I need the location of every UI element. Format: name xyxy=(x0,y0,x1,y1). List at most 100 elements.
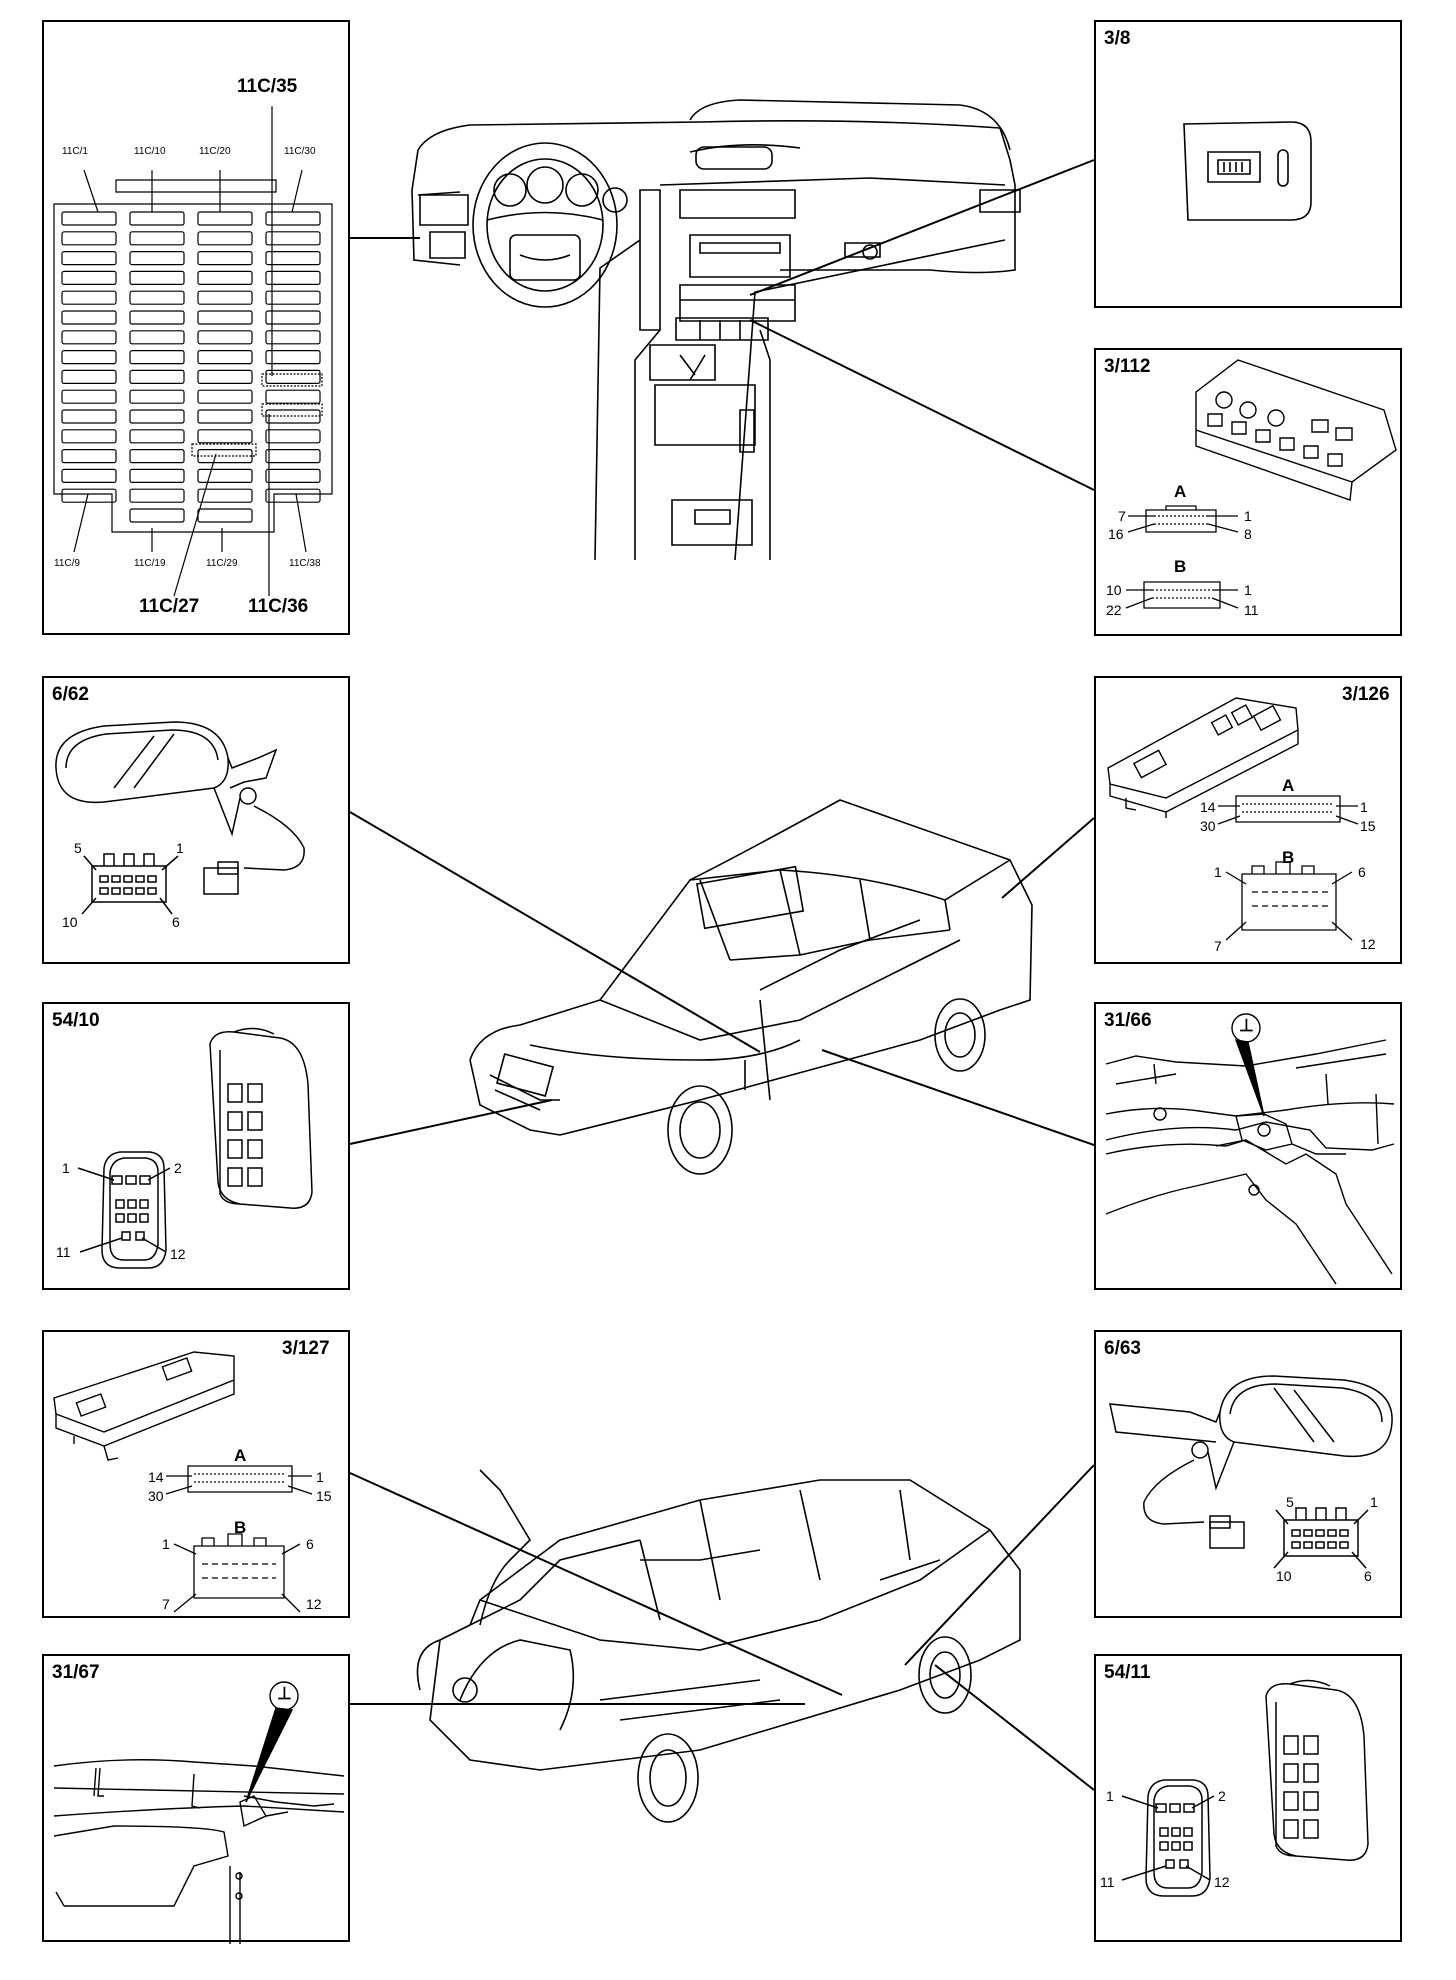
fusebox-top-label: 11C/30 xyxy=(284,146,316,157)
fuse-slot xyxy=(198,232,252,245)
pin-label: 1 xyxy=(1360,799,1368,815)
fuse-slot xyxy=(198,390,252,403)
fuse-slot xyxy=(130,469,184,482)
pin-label: 7 xyxy=(1118,508,1126,524)
fusebox-bottom-label: 11C/19 xyxy=(134,558,166,569)
pin-label: 10 xyxy=(1106,582,1122,598)
leader-54-10 xyxy=(350,1100,552,1144)
component-code: 3/112 xyxy=(1104,356,1151,377)
connector-b-label: B xyxy=(1174,557,1187,576)
pin-label: 5 xyxy=(74,840,82,856)
connector-b-label: B xyxy=(234,1518,247,1537)
fuse-slot xyxy=(198,370,252,383)
pin-label: 10 xyxy=(1276,1568,1292,1584)
fuse-slot xyxy=(62,232,116,245)
pin-label: 30 xyxy=(148,1488,164,1504)
mirror-drawing xyxy=(1096,1332,1404,1620)
window-switch-drawing xyxy=(44,1332,352,1620)
fuse-slot xyxy=(130,410,184,423)
panel-6-63: 6/63 5 1 10 6 xyxy=(1094,1330,1402,1618)
fuse-slot xyxy=(62,212,116,225)
panel-6-62: 6/62 5 1 10 6 xyxy=(42,676,350,964)
window-switch-drawing xyxy=(1096,678,1404,966)
fuse-slot xyxy=(266,212,320,225)
fuse-slot xyxy=(130,509,184,522)
pin-label: 2 xyxy=(1218,1788,1226,1804)
pin-label: 12 xyxy=(170,1246,186,1262)
fuse-slot xyxy=(130,291,184,304)
panel-3-126: 3/126 A 14 1 30 15 B 1 6 7 1 xyxy=(1094,676,1402,964)
mirror-drawing xyxy=(44,678,352,966)
component-code: 6/62 xyxy=(52,684,89,705)
fuse-slot xyxy=(198,351,252,364)
pin-label: 1 xyxy=(1244,582,1252,598)
fusebox-bottom-label: 11C/9 xyxy=(54,558,80,569)
fuse-slot xyxy=(130,232,184,245)
fuse-slot xyxy=(266,291,320,304)
pin-label: 14 xyxy=(1200,799,1216,815)
fuse-slot xyxy=(130,331,184,344)
pin-label: 30 xyxy=(1200,818,1216,834)
fusebox-top-label: 11C/10 xyxy=(134,146,166,157)
callout-top-label: 11C/35 xyxy=(237,76,298,97)
pin-label: 6 xyxy=(306,1536,314,1552)
connector-a-label: A xyxy=(1282,776,1295,795)
fuse-slot xyxy=(62,370,116,383)
leader-6-63 xyxy=(905,1465,1094,1665)
pin-label: 1 xyxy=(162,1536,170,1552)
panel-3-127: 3/127 A 14 1 30 15 B 1 6 7 12 xyxy=(42,1330,350,1618)
fuse-slot xyxy=(62,291,116,304)
pin-label: 1 xyxy=(176,840,184,856)
pin-label: 1 xyxy=(1106,1788,1114,1804)
ground-symbol: ⊥ xyxy=(277,1684,292,1703)
fuse-slot xyxy=(266,351,320,364)
fuse-grid xyxy=(44,22,352,637)
panel-31-67: 31/67 ⊥ xyxy=(42,1654,350,1942)
connector-housing-drawing xyxy=(44,1004,352,1292)
fuse-slot xyxy=(266,252,320,265)
ground-point-drawing xyxy=(44,1656,352,1944)
ground-point-drawing xyxy=(1096,1004,1404,1292)
fuse-slot xyxy=(62,311,116,324)
component-code: 54/11 xyxy=(1104,1662,1151,1683)
component-code: 6/63 xyxy=(1104,1338,1141,1359)
callout-bottom-right-label: 11C/36 xyxy=(248,596,309,617)
ground-symbol: ⊥ xyxy=(1239,1016,1254,1035)
fuse-slot xyxy=(130,370,184,383)
fuse-slot xyxy=(130,271,184,284)
switch-drawing xyxy=(1096,22,1404,310)
fusebox-top-label: 11C/20 xyxy=(199,146,231,157)
leader-54-11 xyxy=(935,1665,1094,1790)
fuse-slot xyxy=(62,252,116,265)
fuse-slot xyxy=(198,212,252,225)
panel-54-10: 54/10 1 2 11 12 xyxy=(42,1002,350,1290)
fuse-slot xyxy=(62,351,116,364)
pin-label: 1 xyxy=(316,1469,324,1485)
leader-6-62 xyxy=(350,812,760,1052)
fuse-slot xyxy=(130,450,184,463)
fuse-slot xyxy=(198,311,252,324)
fuse-slot xyxy=(198,252,252,265)
pin-label: 2 xyxy=(174,1160,182,1176)
pin-label: 1 xyxy=(1214,864,1222,880)
climate-control-drawing xyxy=(1096,350,1404,638)
fuse-slot xyxy=(266,430,320,443)
fuse-slot xyxy=(198,271,252,284)
fuse-slot xyxy=(266,469,320,482)
pin-label: 11 xyxy=(1244,602,1259,618)
fuse-slot xyxy=(130,430,184,443)
fuse-slot xyxy=(266,370,320,383)
fuse-slot xyxy=(62,469,116,482)
pin-label: 12 xyxy=(1360,936,1376,952)
fuse-slot xyxy=(62,331,116,344)
pin-label: 6 xyxy=(172,914,180,930)
callout-bottom-left-label: 11C/27 xyxy=(139,596,200,617)
fuse-slot xyxy=(62,410,116,423)
fuse-slot xyxy=(266,311,320,324)
pin-label: 12 xyxy=(1214,1874,1230,1890)
fuse-slot xyxy=(62,450,116,463)
